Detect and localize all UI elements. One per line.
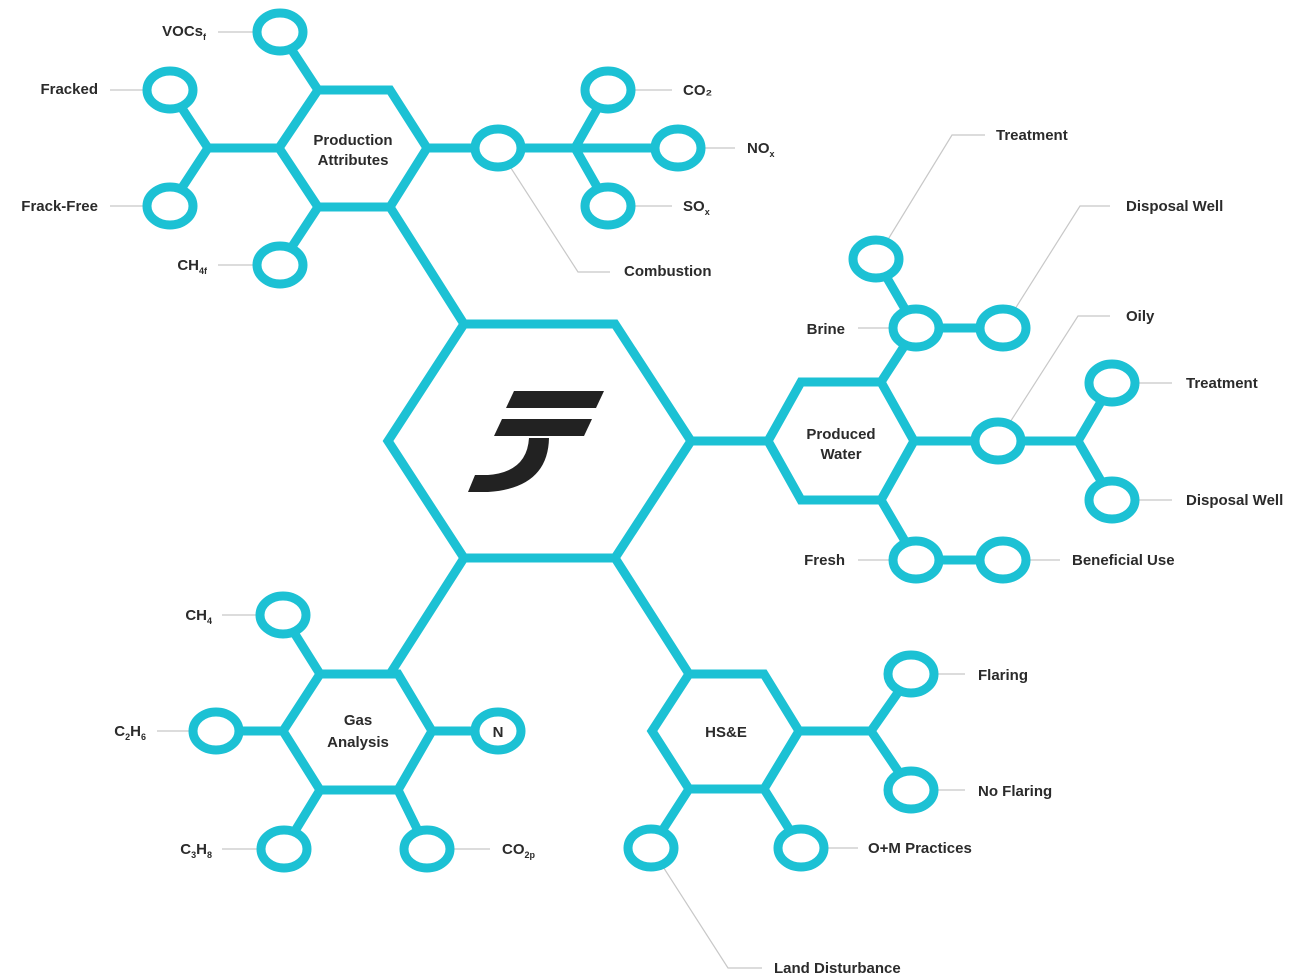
node-treatment-top[interactable] [848, 235, 904, 283]
node-c2h6[interactable] [188, 707, 244, 755]
oily-label: Oily [1126, 308, 1155, 325]
node-flaring[interactable] [883, 650, 939, 698]
node-n[interactable] [470, 707, 526, 755]
node-c3h8[interactable] [256, 825, 312, 873]
hse-hub-label: HS&E [705, 724, 747, 741]
node-fresh[interactable] [888, 536, 944, 584]
node-treatment-right[interactable] [1084, 359, 1140, 407]
f-monogram-logo [468, 391, 604, 492]
node-oily[interactable] [970, 417, 1026, 465]
combustion-label: Combustion [624, 263, 712, 280]
sox-label: SOx [683, 198, 710, 217]
brine-label: Brine [807, 321, 845, 338]
flaring-label: Flaring [978, 667, 1028, 684]
leader-lines [110, 31, 1172, 969]
node-frack-free[interactable] [142, 182, 198, 230]
node-beneficial[interactable] [975, 536, 1031, 584]
treatment-top-label: Treatment [996, 127, 1068, 144]
node-ch4f[interactable] [252, 241, 308, 289]
ch4-label: CH4 [185, 607, 212, 626]
produced-water-hexagon[interactable] [762, 377, 920, 505]
node-n-label: N [493, 724, 504, 741]
node-ch4[interactable] [255, 591, 311, 639]
node-nox[interactable] [650, 124, 706, 172]
frack-free-label: Frack-Free [21, 198, 98, 215]
fracked-label: Fracked [40, 81, 98, 98]
fresh-label: Fresh [804, 552, 845, 569]
beneficial-label: Beneficial Use [1072, 552, 1175, 569]
node-combustion[interactable] [470, 124, 526, 172]
om-label: O+M Practices [868, 840, 972, 857]
node-land[interactable] [623, 824, 679, 872]
gas-hub-label-1: Gas [344, 712, 372, 729]
node-co2[interactable] [580, 66, 636, 114]
node-sox[interactable] [580, 182, 636, 230]
treatment-right-label: Treatment [1186, 375, 1258, 392]
node-disposal-right[interactable] [1084, 476, 1140, 524]
c3h8-label: C3H8 [180, 841, 212, 860]
no-flaring-label: No Flaring [978, 783, 1052, 800]
production-hub-label-1: Production [313, 132, 392, 149]
node-vocs[interactable] [252, 8, 308, 56]
production-attributes-hexagon[interactable] [273, 85, 433, 212]
vocs-label: VOCsf [162, 23, 207, 42]
node-no-flaring[interactable] [883, 766, 939, 814]
node-om[interactable] [773, 824, 829, 872]
water-hub-label-1: Produced [806, 426, 875, 443]
ch4f-label: CH4f [177, 257, 208, 276]
gas-hub-label-2: Analysis [327, 734, 389, 751]
water-hub-label-2: Water [820, 446, 861, 463]
c2h6-label: C2H6 [114, 723, 146, 742]
gas-analysis-hexagon[interactable] [277, 669, 438, 795]
disposal-top-label: Disposal Well [1126, 198, 1223, 215]
ring-nodes [142, 8, 1140, 873]
disposal-right-label: Disposal Well [1186, 492, 1283, 509]
node-brine[interactable] [888, 304, 944, 352]
nox-label: NOx [747, 140, 775, 159]
node-fracked[interactable] [142, 66, 198, 114]
co2-label: CO₂ [683, 82, 712, 99]
hse-hexagon[interactable] [646, 669, 805, 794]
co2p-label: CO2p [502, 841, 536, 860]
production-hub-label-2: Attributes [318, 152, 389, 169]
node-co2p[interactable] [399, 825, 455, 873]
node-disposal-top[interactable] [975, 304, 1031, 352]
land-label: Land Disturbance [774, 960, 901, 977]
